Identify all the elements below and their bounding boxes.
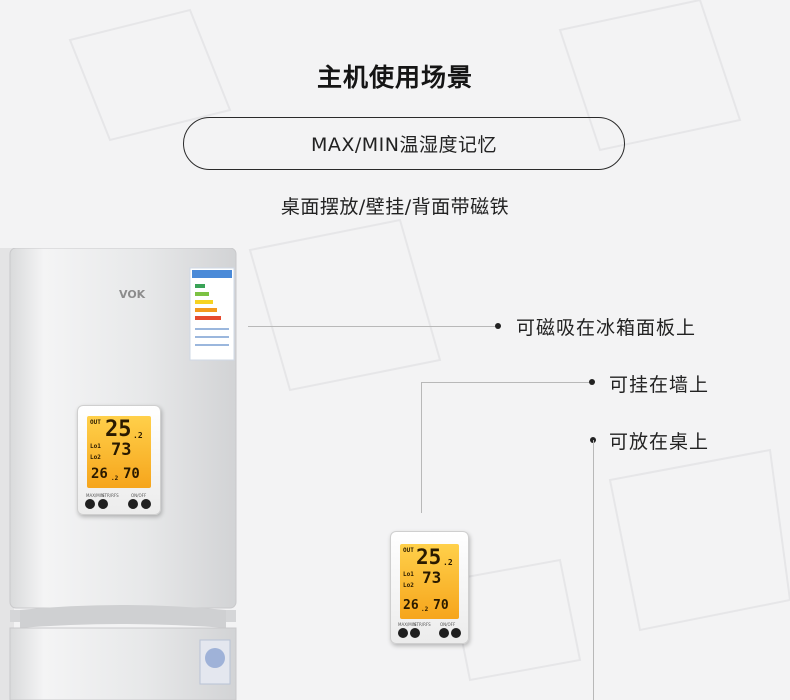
on-off-button[interactable] — [128, 499, 138, 509]
callout-line-desk-vertical — [593, 440, 594, 700]
mode-button[interactable] — [141, 499, 151, 509]
callout-wall-mount: 可挂在墙上 — [609, 374, 710, 396]
feature-pill: MAX/MIN温湿度记忆 — [183, 117, 625, 170]
lcd-screen: OUT 25 .2 Lo1 73 Lo2 26 .2 70 — [400, 544, 459, 619]
placement-subtitle: 桌面摆放/壁挂/背面带磁铁 — [280, 196, 510, 218]
callout-dot-wall — [589, 379, 595, 385]
callout-line-fridge — [248, 326, 496, 327]
callout-desk-stand: 可放在桌上 — [609, 431, 710, 453]
device-on-fridge: OUT 25 .2 Lo1 73 Lo2 26 .2 70 MAX/MIN ST… — [77, 405, 161, 515]
fridge-brand-label: VOK — [119, 288, 146, 301]
str-rfs-button[interactable] — [98, 499, 108, 509]
lcd-screen: OUT 25 .2 Lo1 73 Lo2 26 .2 70 — [87, 416, 151, 488]
callout-dot-fridge — [495, 323, 501, 329]
feature-pill-label: MAX/MIN温湿度记忆 — [310, 134, 498, 156]
on-off-button[interactable] — [439, 628, 449, 638]
mode-button[interactable] — [451, 628, 461, 638]
device-standalone: OUT 25 .2 Lo1 73 Lo2 26 .2 70 MAX/MIN ST… — [390, 531, 469, 644]
max-min-button[interactable] — [398, 628, 408, 638]
callout-line-wall-horizontal — [421, 382, 591, 383]
callout-fridge-magnet: 可磁吸在冰箱面板上 — [516, 317, 697, 339]
callout-line-wall-vertical — [421, 382, 422, 513]
max-min-button[interactable] — [85, 499, 95, 509]
str-rfs-button[interactable] — [410, 628, 420, 638]
page-title: 主机使用场景 — [316, 63, 473, 92]
